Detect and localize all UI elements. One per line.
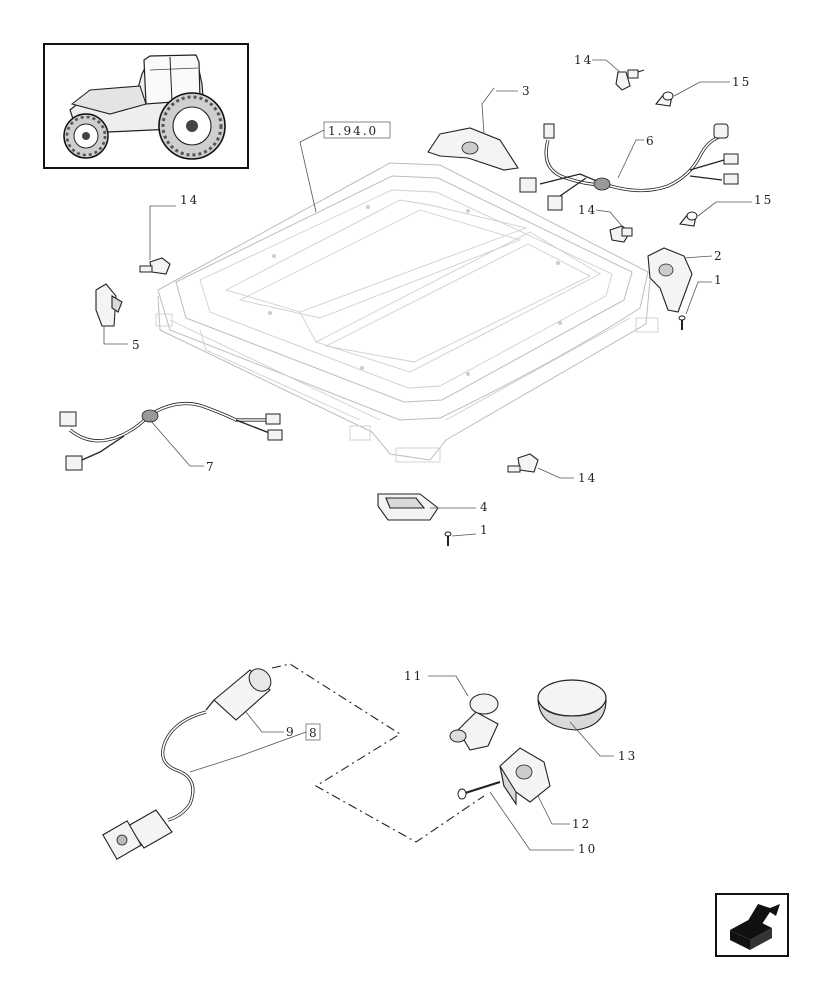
- part-7-wiring-harness: [59, 402, 283, 471]
- callout-10: 10: [578, 842, 597, 856]
- callout-12: 12: [572, 817, 591, 831]
- callout-14-left: 14: [180, 193, 199, 207]
- part-15-bulb-mid: [678, 211, 698, 227]
- part-15-bulb-top: [654, 91, 674, 107]
- reference-label: 1.94.0: [328, 124, 378, 138]
- part-4-front-lamp: [377, 493, 439, 521]
- callout-15-top: 15: [732, 75, 751, 89]
- callout-15-mid: 15: [754, 193, 773, 207]
- part-12-socket-bracket: [499, 747, 551, 806]
- callout-6: 6: [646, 134, 656, 148]
- part-14-bulb-holder-left: [139, 257, 171, 275]
- callout-14-mid: 14: [578, 203, 597, 217]
- callout-1-bottom: 1: [480, 523, 490, 537]
- tractor-thumbnail-icon: [43, 43, 249, 169]
- callout-2: 2: [714, 249, 724, 263]
- part-9-socket-cable: [102, 668, 272, 860]
- reference-box[interactable]: 1.94.0: [299, 121, 391, 213]
- part-6-wiring-harness: [519, 123, 739, 211]
- part-5-side-lamp: [95, 283, 123, 327]
- callout-9: 9: [286, 725, 296, 739]
- part-1-screw-right: [678, 315, 686, 330]
- callout-3: 3: [522, 84, 532, 98]
- callout-11: 11: [404, 669, 423, 683]
- callout-14-top: 14: [574, 53, 593, 67]
- connection-line: [271, 663, 485, 843]
- part-3-lamp-housing: [427, 127, 519, 171]
- part-11-grommet: [449, 693, 499, 751]
- part-14-bulb-holder-top: [615, 69, 645, 91]
- callout-4: 4: [480, 500, 490, 514]
- callout-5: 5: [132, 338, 142, 352]
- part-14-bulb-holder-mid: [609, 225, 633, 243]
- part-1-screw-bottom: [444, 531, 452, 546]
- part-13-cap: [537, 679, 607, 731]
- part-2-lamp-housing-right: [647, 247, 693, 313]
- callout-14-bottom: 14: [578, 471, 597, 485]
- next-page-arrow-icon[interactable]: [715, 893, 789, 957]
- alt-ref-label: 8: [309, 726, 319, 740]
- callout-1-right: 1: [714, 273, 724, 287]
- part-10-screw: [457, 780, 501, 800]
- callout-7: 7: [206, 460, 216, 474]
- part-14-bulb-holder-bottom: [507, 453, 539, 473]
- cab-roof-outline: [155, 162, 659, 463]
- callout-13: 13: [618, 749, 637, 763]
